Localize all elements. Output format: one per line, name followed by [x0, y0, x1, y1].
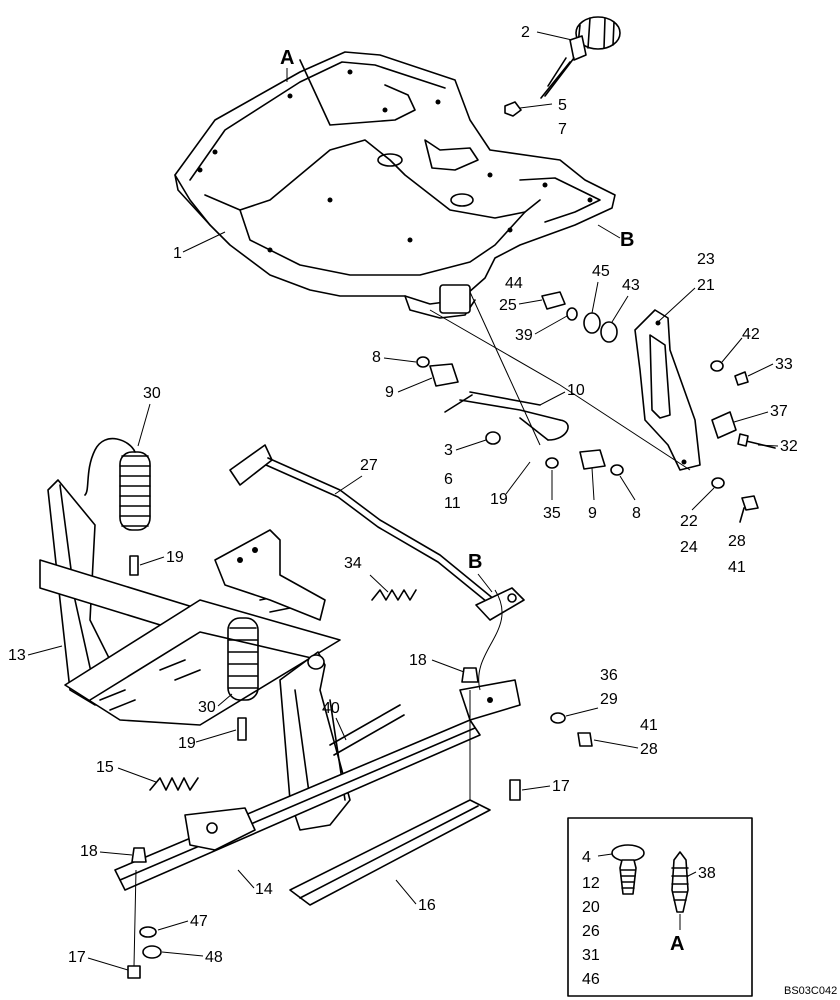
link-rod — [229, 444, 525, 691]
callout-8a: 8 — [372, 349, 381, 366]
callout-43: 43 — [622, 277, 640, 294]
callout-35: 35 — [543, 505, 561, 522]
callout-9b: 9 — [588, 505, 597, 522]
callout-40: 40 — [322, 700, 340, 717]
callout-27: 27 — [360, 457, 378, 474]
callout-17a: 17 — [552, 778, 570, 795]
callout-23: 23 — [697, 251, 715, 268]
inset-box: 4 12 20 26 31 46 38 A — [567, 817, 753, 997]
bushing-36-29 — [550, 712, 593, 747]
seat-frame — [39, 479, 521, 979]
callouts: 1 2 5 7 23 21 44 45 43 25 39 42 33 8 9 1… — [8, 24, 798, 971]
callout-21: 21 — [697, 277, 715, 294]
callout-16: 16 — [418, 897, 436, 914]
callout-24: 24 — [680, 539, 698, 556]
callout-34: 34 — [344, 555, 362, 572]
callout-15: 15 — [96, 759, 114, 776]
center-hardware — [416, 291, 691, 476]
callout-32: 32 — [780, 438, 798, 455]
callout-47: 47 — [190, 913, 208, 930]
callout-5: 5 — [558, 97, 567, 114]
callout-3: 3 — [444, 442, 453, 459]
callout-11: 11 — [444, 495, 461, 512]
callout-30a: 30 — [143, 385, 161, 402]
adjustment-knob — [540, 16, 621, 99]
callout-18a: 18 — [409, 652, 427, 669]
inset-item-31: 31 — [582, 947, 600, 964]
callout-14: 14 — [255, 881, 273, 898]
ref-marker-b-lower: B — [468, 551, 482, 573]
callout-33: 33 — [775, 356, 793, 373]
nut-5-7 — [504, 101, 522, 117]
inset-item-26: 26 — [582, 923, 600, 940]
callout-22: 22 — [680, 513, 698, 530]
callout-28b: 28 — [640, 741, 658, 758]
callout-13: 13 — [8, 647, 26, 664]
inset-item-46: 46 — [582, 971, 600, 988]
floor-plate — [174, 51, 616, 319]
bushings-right — [541, 291, 776, 523]
callout-36: 36 — [600, 667, 618, 684]
callout-41a: 41 — [728, 559, 746, 576]
callout-41b: 41 — [640, 717, 658, 734]
callout-19b: 19 — [166, 549, 184, 566]
callout-44: 44 — [505, 275, 523, 292]
diagram-id: BS03C042 — [784, 985, 837, 997]
spring-upper — [84, 437, 151, 531]
ref-marker-b-top: B — [620, 229, 634, 251]
callout-8b: 8 — [632, 505, 641, 522]
callout-7: 7 — [558, 121, 567, 138]
callout-10: 10 — [567, 382, 585, 399]
inset-item-20: 20 — [582, 899, 600, 916]
inset-ref-marker-a: A — [670, 933, 684, 955]
callout-29: 29 — [600, 691, 618, 708]
callout-48: 48 — [205, 949, 223, 966]
callout-37: 37 — [770, 403, 788, 420]
callout-6: 6 — [444, 471, 453, 488]
callout-39: 39 — [515, 327, 533, 344]
callout-2: 2 — [521, 24, 530, 41]
callout-45: 45 — [592, 263, 610, 280]
side-bracket — [634, 309, 701, 471]
callout-28a: 28 — [728, 533, 746, 550]
callout-17b: 17 — [68, 949, 86, 966]
callout-19a: 19 — [490, 491, 508, 508]
callout-25: 25 — [499, 297, 517, 314]
inset-callout-38: 38 — [698, 865, 716, 882]
callout-1: 1 — [173, 245, 182, 262]
ref-marker-a: A — [280, 47, 294, 69]
callout-42: 42 — [742, 326, 760, 343]
callout-30b: 30 — [198, 699, 216, 716]
return-springs — [149, 589, 417, 791]
callout-18b: 18 — [80, 843, 98, 860]
callout-9a: 9 — [385, 384, 394, 401]
inset-item-4: 4 — [582, 849, 591, 866]
callout-19c: 19 — [178, 735, 196, 752]
inset-item-12: 12 — [582, 875, 600, 892]
